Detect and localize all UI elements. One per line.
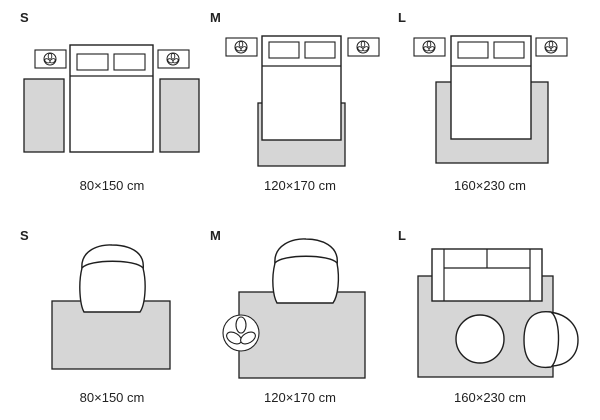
- living-panel-s: S 80×150 cm: [20, 228, 171, 405]
- armchair-seat: [79, 260, 146, 313]
- bedroom-panel-l: L 160×230 cm: [398, 10, 568, 193]
- dimension-label: 120×170 cm: [264, 390, 336, 405]
- dimension-label: 160×230 cm: [454, 390, 526, 405]
- pillow-left: [268, 41, 300, 59]
- size-letter-label: L: [398, 10, 406, 25]
- armchair-seat: [272, 255, 340, 304]
- pillow-right: [304, 41, 336, 59]
- bedside-rug-right: [159, 78, 200, 153]
- bedroom-panel-s: S 80×150 cm: [20, 10, 200, 193]
- coffee-table: [455, 314, 505, 364]
- size-letter-label: L: [398, 228, 406, 243]
- size-letter-label: S: [20, 10, 29, 25]
- sofa: [431, 248, 543, 302]
- armchair: [79, 244, 146, 313]
- plant-icon: [235, 316, 247, 334]
- dimension-label: 120×170 cm: [264, 178, 336, 193]
- dimension-label: 160×230 cm: [454, 178, 526, 193]
- size-letter-label: M: [210, 228, 221, 243]
- armchair: [272, 238, 340, 304]
- pillow-right: [493, 41, 525, 59]
- pillow-left: [76, 53, 109, 71]
- size-letter-label: M: [210, 10, 221, 25]
- bedside-rug-left: [23, 78, 65, 153]
- dimension-label: 80×150 cm: [80, 178, 145, 193]
- dimension-label: 80×150 cm: [80, 390, 145, 405]
- pillow-right: [113, 53, 146, 71]
- size-letter-label: S: [20, 228, 29, 243]
- plant-pot: [222, 314, 260, 352]
- rug: [238, 291, 366, 379]
- bedroom-panel-m: M 120×170 cm: [210, 10, 380, 193]
- armchair: [523, 310, 579, 369]
- living-panel-m: M 120×170 cm: [210, 228, 366, 405]
- plant-icon: [240, 331, 256, 345]
- living-panel-l: L 160×230 cm: [398, 228, 579, 405]
- pillow-left: [457, 41, 489, 59]
- armchair-seat: [523, 310, 560, 369]
